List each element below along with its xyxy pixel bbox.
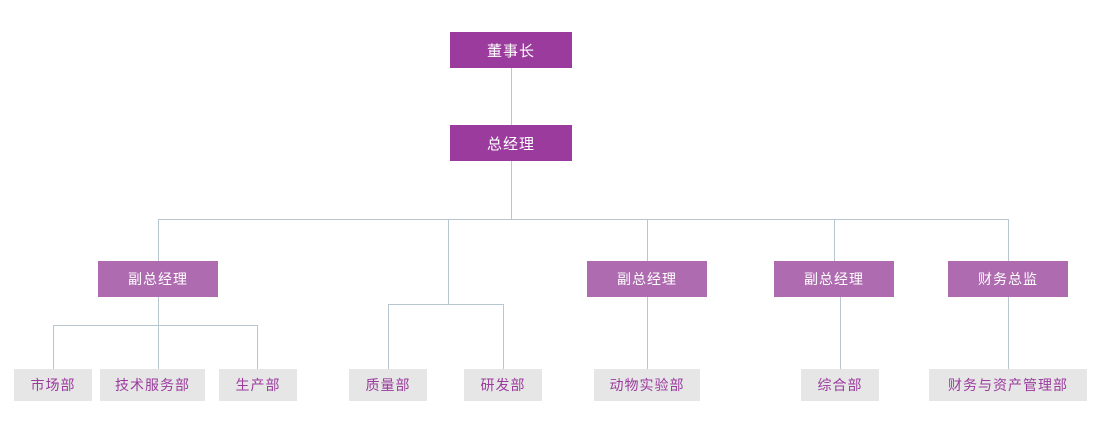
node-dept-animal-lab[interactable]: 动物实验部 bbox=[594, 369, 700, 401]
node-dept-general-affairs[interactable]: 综合部 bbox=[801, 369, 879, 401]
connector-gm-trunk bbox=[511, 161, 512, 219]
connector-to-quality bbox=[388, 304, 389, 369]
connector-drop-deputy-3 bbox=[834, 219, 835, 261]
connector-drop-deputy-1 bbox=[158, 219, 159, 261]
connector-main-bar bbox=[158, 219, 1009, 220]
connector-deputy-2-to-animal-lab bbox=[647, 297, 648, 369]
node-deputy-gm-3[interactable]: 副总经理 bbox=[774, 261, 894, 297]
connector-quality-rnd-bar bbox=[388, 304, 504, 305]
node-dept-finance-asset[interactable]: 财务与资产管理部 bbox=[929, 369, 1087, 401]
node-dept-rnd[interactable]: 研发部 bbox=[464, 369, 542, 401]
node-dept-production[interactable]: 生产部 bbox=[219, 369, 297, 401]
connector-deputy-3-to-general-affairs bbox=[840, 297, 841, 369]
connector-finance-director-to-dept bbox=[1008, 297, 1009, 369]
node-deputy-gm-1[interactable]: 副总经理 bbox=[98, 261, 218, 297]
node-deputy-gm-2[interactable]: 副总经理 bbox=[587, 261, 707, 297]
node-dept-quality[interactable]: 质量部 bbox=[349, 369, 427, 401]
node-dept-marketing[interactable]: 市场部 bbox=[14, 369, 92, 401]
connector-drop-deputy-2 bbox=[647, 219, 648, 261]
connector-deputy-1-bar bbox=[53, 325, 258, 326]
connector-deputy-1-stem bbox=[158, 297, 159, 369]
connector-chairman-to-gm bbox=[511, 68, 512, 125]
node-finance-director[interactable]: 财务总监 bbox=[948, 261, 1068, 297]
connector-drop-finance-director bbox=[1008, 219, 1009, 261]
connector-deputy-1-to-production bbox=[257, 325, 258, 369]
node-dept-tech-service[interactable]: 技术服务部 bbox=[100, 369, 205, 401]
connector-deputy-1-to-marketing bbox=[53, 325, 54, 369]
connector-to-rnd bbox=[503, 304, 504, 369]
node-general-manager[interactable]: 总经理 bbox=[450, 125, 572, 161]
node-chairman[interactable]: 董事长 bbox=[450, 32, 572, 68]
connector-drop-quality-rnd-group bbox=[448, 219, 449, 304]
